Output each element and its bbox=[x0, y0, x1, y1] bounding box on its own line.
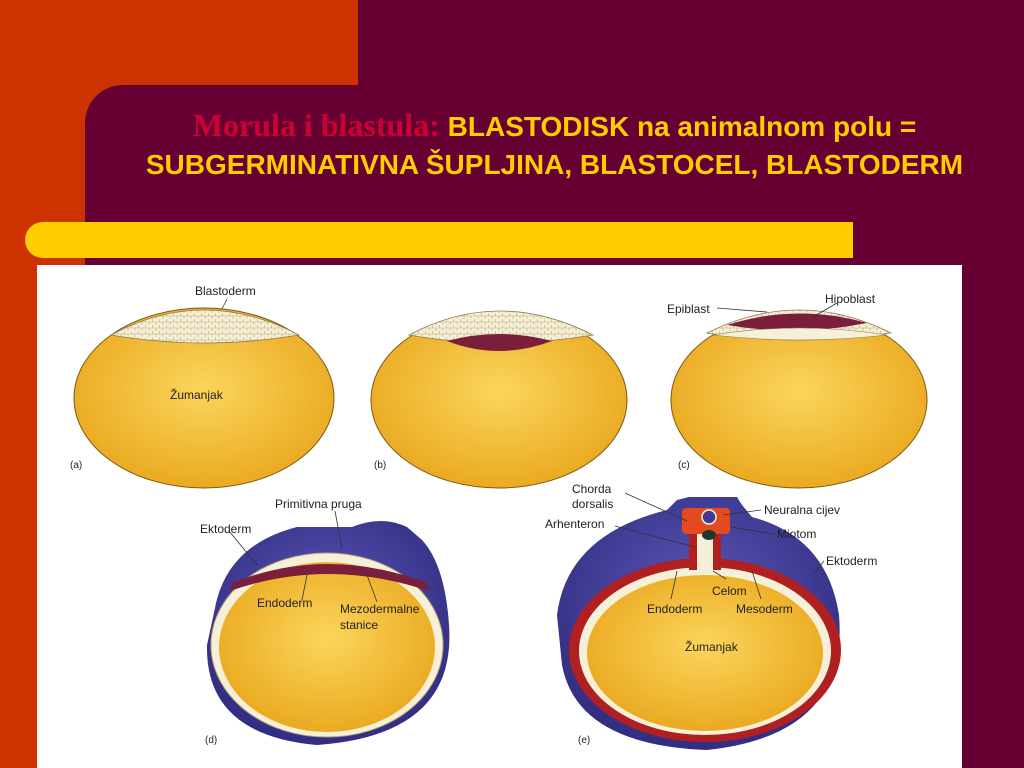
label-chorda-2: dorsalis bbox=[572, 497, 613, 511]
label-endoderm-d: Endoderm bbox=[257, 596, 312, 610]
slide-title-rest: BLASTODISK na animalnom polu = SUBGERMIN… bbox=[145, 111, 964, 180]
neural-tube bbox=[701, 509, 717, 525]
pointer-endoderm-d bbox=[301, 574, 308, 601]
panel-e: Chorda dorsalis Arhenteron Neuralna cije… bbox=[545, 482, 877, 750]
label-miotom: Miotom bbox=[777, 527, 816, 541]
label-arhenteron: Arhenteron bbox=[545, 517, 604, 531]
label-hypoblast: Hipoblast bbox=[825, 292, 876, 306]
pointer-epiblast bbox=[716, 307, 768, 313]
pointer-celom bbox=[712, 570, 727, 580]
label-yolk-e: Žumanjak bbox=[685, 639, 739, 654]
panel-d: Primitivna pruga Ektoderm Endoderm Mezod… bbox=[200, 497, 450, 746]
label-blastoderm: Blastoderm bbox=[195, 284, 256, 298]
panel-c: Epiblast Hipoblast (c) bbox=[667, 292, 928, 489]
hypoblast-layer bbox=[712, 327, 888, 341]
chorda-dorsalis bbox=[702, 530, 716, 540]
yolk-e bbox=[587, 575, 823, 731]
yolk-d bbox=[219, 562, 435, 732]
panel-b: (b) bbox=[370, 310, 628, 489]
blastocoel-b bbox=[447, 334, 552, 351]
pointer-chorda bbox=[624, 492, 688, 522]
label-yolk-a: Žumanjak bbox=[170, 387, 224, 402]
label-chorda-1: Chorda bbox=[572, 482, 612, 496]
tag-e: (e) bbox=[578, 735, 590, 746]
label-neural: Neuralna cijev bbox=[764, 503, 840, 517]
pointer-a bbox=[221, 298, 228, 310]
label-ektoderm-e: Ektoderm bbox=[826, 554, 877, 568]
yellow-accent-bar bbox=[25, 222, 853, 258]
pointer-mesoderm-e bbox=[751, 570, 762, 600]
tag-c: (c) bbox=[678, 460, 690, 471]
label-mesoderm-e: Mesoderm bbox=[736, 602, 793, 616]
label-mesoderm-d-2: stanice bbox=[340, 618, 378, 632]
cavity-c bbox=[727, 313, 867, 331]
panel-a: Blastoderm Žumanjak (a) bbox=[70, 284, 335, 489]
label-celom: Celom bbox=[712, 584, 747, 598]
blastoderm-a bbox=[109, 309, 301, 344]
tag-a: (a) bbox=[70, 460, 82, 471]
label-ektoderm-d: Ektoderm bbox=[200, 522, 251, 536]
pointer-arhenteron bbox=[614, 525, 696, 548]
slide-title-lead: Morula i blastula: bbox=[192, 107, 440, 143]
tag-b: (b) bbox=[374, 460, 386, 471]
yolk-a bbox=[73, 307, 335, 489]
pointer-primitive bbox=[334, 510, 343, 550]
label-epiblast: Epiblast bbox=[667, 302, 710, 316]
pointer-hypoblast bbox=[812, 302, 838, 318]
embryo-figure: Blastoderm Žumanjak (a) (b) Epiblast Hip… bbox=[37, 265, 962, 768]
embryo-diagram: Blastoderm Žumanjak (a) (b) Epiblast Hip… bbox=[70, 284, 928, 750]
slide-title: Morula i blastula: BLASTODISK na animaln… bbox=[85, 106, 1024, 184]
label-endoderm-e: Endoderm bbox=[647, 602, 702, 616]
pointer-neural bbox=[722, 509, 762, 516]
pointer-mesoderm-d bbox=[366, 574, 378, 603]
pointer-endoderm-e bbox=[670, 570, 678, 600]
pointer-ektoderm-d bbox=[228, 530, 258, 566]
pointer-miotom bbox=[730, 526, 775, 535]
label-mesoderm-d-1: Mezodermalne bbox=[340, 602, 420, 616]
pointer-ektoderm-e bbox=[812, 560, 825, 576]
label-primitive: Primitivna pruga bbox=[275, 497, 362, 511]
mesoderm-cells-d bbox=[230, 564, 429, 591]
tag-d: (d) bbox=[205, 735, 217, 746]
